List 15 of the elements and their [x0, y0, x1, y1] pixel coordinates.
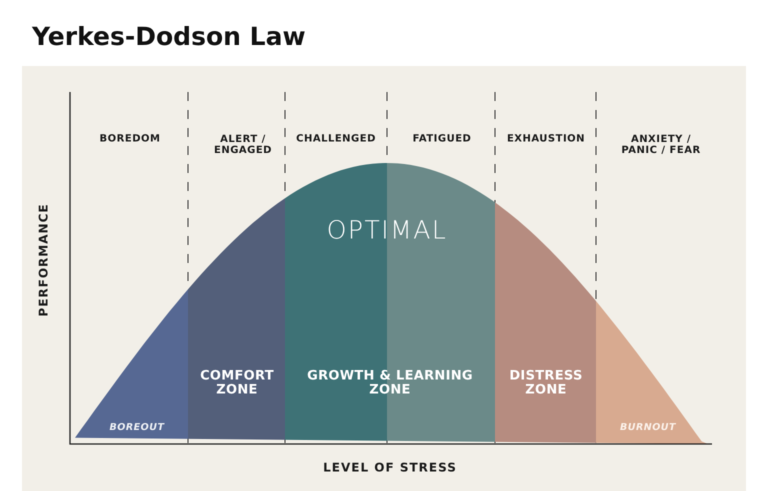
zone-label: GROWTH & LEARNING ZONE	[306, 370, 474, 398]
column-heading: EXHAUSTION	[506, 134, 586, 144]
axis-title: LEVEL OF STRESS	[323, 461, 457, 475]
column-heading: CHALLENGED	[296, 134, 376, 144]
column-heading: ALERT / ENGAGED	[213, 134, 273, 156]
zone-label: BOREOUT	[110, 422, 164, 434]
column-heading: FATIGUED	[412, 134, 472, 144]
axis-title: PERFORMANCE	[37, 203, 51, 317]
zone-label: COMFORT ZONE	[199, 370, 275, 398]
zone-label: BURNOUT	[620, 422, 676, 434]
peak-label: OPTIMAL	[326, 216, 448, 244]
column-heading: BOREDOM	[100, 134, 160, 144]
column-heading: ANXIETY / PANIC / FEAR	[620, 134, 702, 156]
zone-label: DISTRESS ZONE	[508, 370, 584, 398]
title: Yerkes-Dodson Law	[32, 22, 306, 51]
